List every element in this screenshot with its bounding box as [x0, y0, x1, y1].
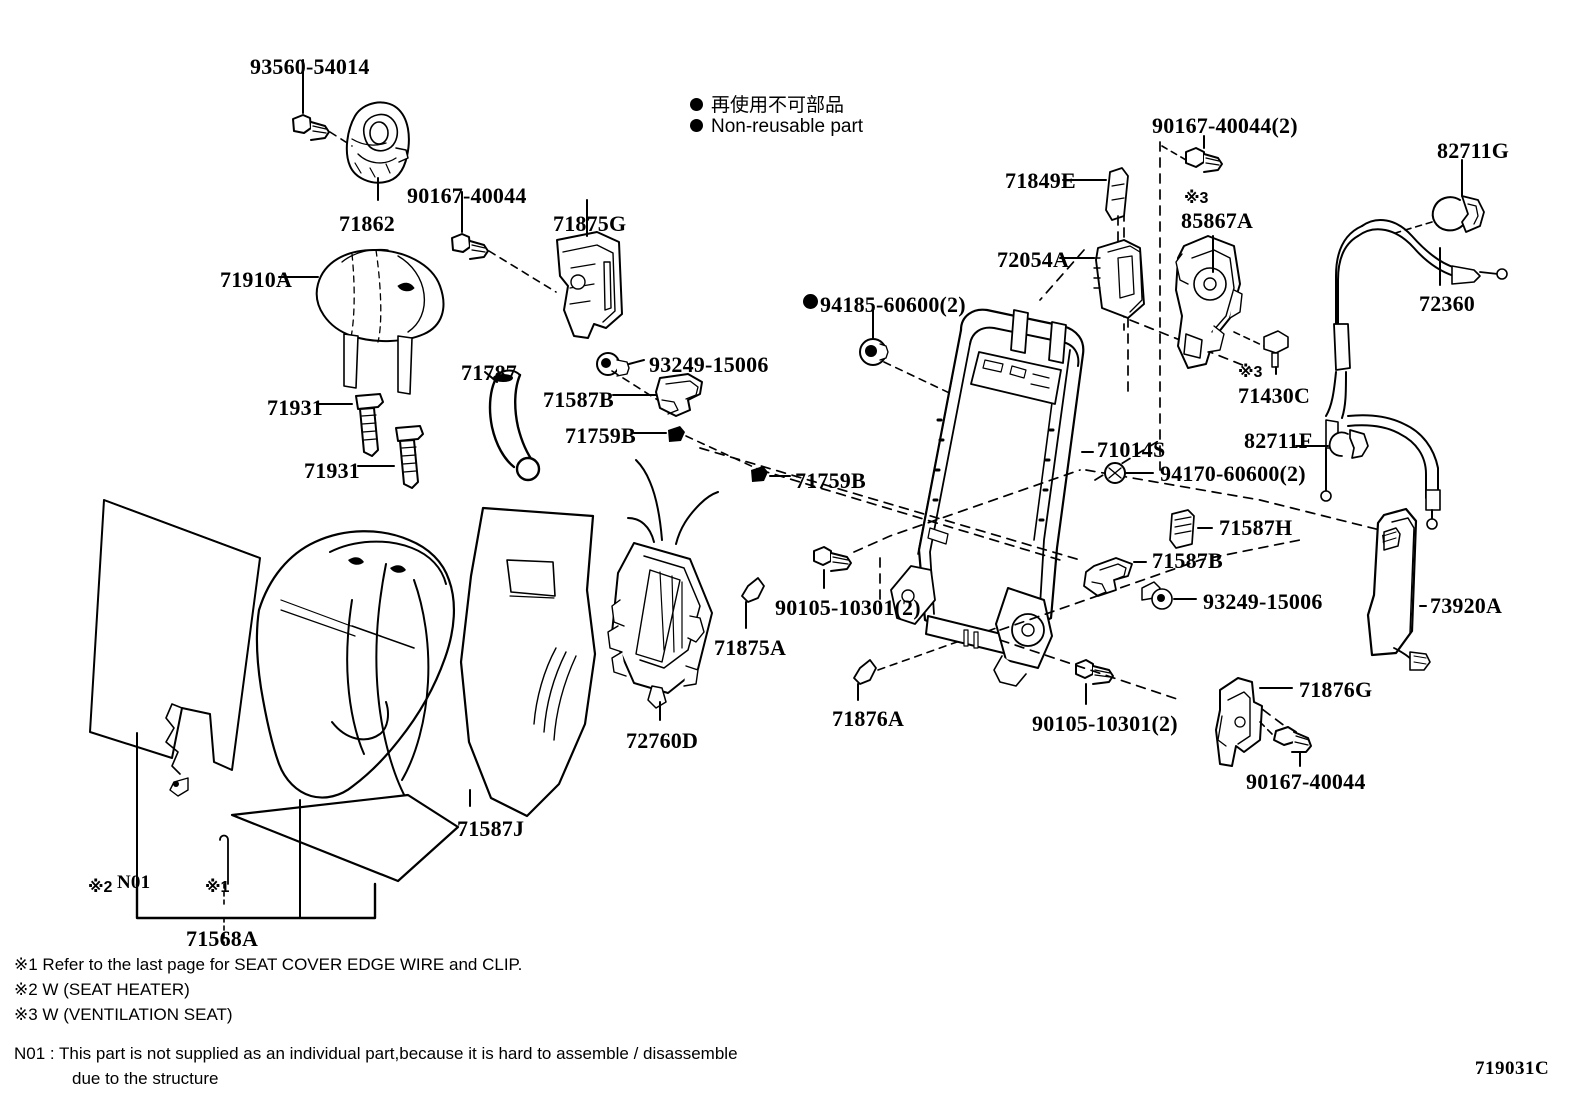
- part-71014S-seat-back-frame: [890, 308, 1094, 687]
- part-93249-15006-screw-lower: [1141, 581, 1197, 610]
- part-label-93249-15006-mid: 93249-15006: [649, 352, 769, 377]
- part-90167-40044-bolt-upper: [451, 191, 557, 293]
- part-label-71787: 71787: [461, 360, 517, 385]
- part-label-94185-60600: 94185-60600(2): [820, 292, 966, 317]
- part-label-71849E: 71849E: [1005, 168, 1076, 193]
- part-71931-screws: [317, 393, 424, 489]
- part-71587H-clip: [1169, 509, 1213, 549]
- part-label-71875G: 71875G: [553, 211, 627, 236]
- part-71759B-clip-left: [633, 426, 761, 471]
- part-90105-10301-bolt-center: [813, 546, 852, 589]
- part-label-94170-60600: 94170-60600(2): [1160, 461, 1306, 486]
- part-71875A-tab: [741, 577, 765, 629]
- part-90167-40044-bolt-bottomright: [1257, 719, 1312, 767]
- part-71910A-headrest: [278, 248, 445, 395]
- part-seat-heater-pad: [89, 499, 261, 885]
- part-label-71931-lower: 71931: [304, 458, 360, 483]
- footnotes-block: ※1 Refer to the last page for SEAT COVER…: [14, 955, 1014, 1094]
- part-label-72054A: 72054A: [997, 247, 1070, 272]
- drawing-number: 719031C: [1475, 1058, 1550, 1079]
- part-72054A-switch: [1059, 239, 1145, 399]
- part-label-71587H: 71587H: [1219, 515, 1293, 540]
- part-label-82711G: 82711G: [1437, 138, 1510, 163]
- part-73920A-side-shield: [1366, 507, 1431, 671]
- part-72760D-lock-assembly: [607, 459, 719, 721]
- footnote-2: ※2 W (SEAT HEATER): [14, 980, 190, 999]
- part-label-71876A: 71876A: [832, 706, 905, 731]
- part-93560-54014-bolt: [292, 59, 330, 141]
- part-72360-cable: [1320, 219, 1508, 530]
- marker-note3-71430C: ※3: [1238, 364, 1263, 381]
- part-label-71876G: 71876G: [1299, 677, 1373, 702]
- part-90167-40044-bolt-topright: [1161, 135, 1223, 173]
- part-label-71014S: 71014S: [1097, 437, 1166, 462]
- part-label-90167-40044-topright: 90167-40044(2): [1152, 113, 1298, 138]
- part-82711G-clamp: [1391, 159, 1485, 235]
- legend-non-reusable-jp: 再使用不可部品: [690, 90, 844, 117]
- part-label-93249-15006-lower: 93249-15006: [1203, 589, 1323, 614]
- part-93249-15006-screw-mid: [596, 352, 665, 405]
- part-71862-headrest-support: [329, 101, 410, 201]
- part-label-82711F: 82711F: [1244, 428, 1313, 453]
- part-label-90105-10301-right: 90105-10301(2): [1032, 711, 1178, 736]
- part-label-71568A: 71568A: [186, 926, 259, 951]
- part-label-71875A: 71875A: [714, 635, 787, 660]
- part-label-71587J: 71587J: [457, 816, 525, 841]
- part-label-90167-40044-upper: 90167-40044: [407, 183, 527, 208]
- part-label-72760D: 72760D: [626, 728, 699, 753]
- part-label-71931-upper: 71931: [267, 395, 323, 420]
- part-label-73920A: 73920A: [1430, 593, 1503, 618]
- part-label-71862: 71862: [339, 211, 395, 236]
- part-seat-back-cover: [219, 530, 460, 909]
- marker-note1: ※1: [205, 879, 230, 896]
- part-71876G-bracket: [1215, 677, 1293, 767]
- part-label-90105-10301-center: 90105-10301(2): [775, 595, 921, 620]
- footnote-3: ※3 W (VENTILATION SEAT): [14, 1005, 233, 1024]
- marker-note2: ※2: [88, 879, 113, 896]
- part-label-93560-54014: 93560-54014: [250, 54, 370, 79]
- note-n01-line2: due to the structure: [72, 1069, 219, 1088]
- part-label-71587B-lower: 71587B: [1152, 548, 1223, 573]
- part-90105-10301-bolt-right: [1075, 659, 1114, 705]
- legend-non-reusable-en: Non-reusable part: [690, 116, 863, 138]
- part-label-71910A: 71910A: [220, 267, 293, 292]
- part-71587B-clip-mid: [612, 373, 703, 417]
- part-71787-handle: [484, 369, 541, 482]
- footnote-1: ※1 Refer to the last page for SEAT COVER…: [14, 955, 523, 974]
- part-label-71759B-left: 71759B: [565, 423, 636, 448]
- part-71587B-clip-lower: [1083, 557, 1147, 597]
- part-82711F-clamp: [1295, 429, 1369, 459]
- part-94185-60600-grommet: [859, 307, 961, 399]
- part-94170-60600-grommet: [1104, 462, 1154, 484]
- part-label-71587B-mid: 71587B: [543, 387, 614, 412]
- part-label-90167-40044-bottomright: 90167-40044: [1246, 769, 1366, 794]
- non-reusable-bullet-icon: [803, 294, 818, 309]
- part-85867A-ventilation-unit: [1175, 235, 1269, 369]
- note-n01-line1: N01 : This part is not supplied as an in…: [14, 1044, 738, 1063]
- part-71875G-bracket: [556, 199, 623, 339]
- part-label-85867A: 85867A: [1181, 208, 1254, 233]
- part-label-71430C: 71430C: [1238, 383, 1311, 408]
- legend-bullet-icon: [690, 119, 703, 132]
- legend-bullet-icon: [690, 98, 703, 111]
- part-label-71759B-right: 71759B: [795, 468, 866, 493]
- bracket-71568A: [135, 882, 377, 946]
- part-71430C-clip: [1263, 330, 1289, 375]
- marker-note3-85867A: ※3: [1184, 190, 1209, 207]
- marker-n01: N01: [117, 872, 151, 893]
- part-71587J-seat-back-pad: [459, 506, 597, 818]
- part-label-72360: 72360: [1419, 291, 1475, 316]
